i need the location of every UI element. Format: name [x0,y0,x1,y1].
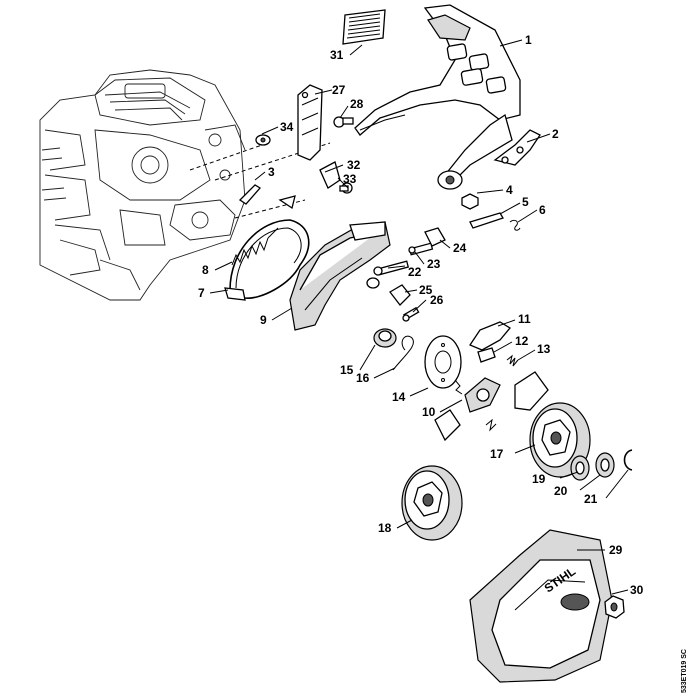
part-29-sprocket-cover: STIHL [469,529,613,683]
part-28-screw [333,116,354,128]
callout-3: 3 [268,165,275,179]
part-15-bushing [373,328,397,348]
callout-15: 15 [340,363,354,377]
callout-24: 24 [453,241,467,255]
part-20-washer [595,452,615,478]
engine-housing [39,69,246,301]
part-7-brake-band [224,195,310,301]
part-18-sprocket-drum [401,465,463,541]
callout-25: 25 [419,283,433,297]
callout-4: 4 [506,183,513,197]
callout-22: 22 [408,265,422,279]
part-5-link [469,212,504,229]
part-30-nut [604,595,625,619]
part-33-screw [339,182,353,194]
callout-10: 10 [422,405,436,419]
callout-29: 29 [609,543,623,557]
callout-7: 7 [198,286,205,300]
callout-8: 8 [202,263,209,277]
callout-11: 11 [518,312,531,326]
part-21-e-clip [623,449,633,471]
callout-19: 19 [532,472,546,486]
callout-28: 28 [350,97,364,111]
callout-12: 12 [515,334,529,348]
callout-34: 34 [280,120,294,134]
part-13-spring [506,354,519,367]
callout-1: 1 [525,33,532,47]
callout-13: 13 [537,342,551,356]
part-16-spring [392,335,414,371]
callout-18: 18 [378,521,392,535]
callout-33: 33 [343,172,357,186]
part-25-cam [389,284,411,306]
callout-26: 26 [430,293,444,307]
part-26-screw [402,306,420,322]
part-9-cover [289,221,391,331]
callout-31: 31 [330,48,344,62]
callout-32: 32 [347,158,361,172]
part-1-hand-guard [354,4,521,190]
callout-labels: 1 2 3 4 5 6 7 8 9 10 11 12 13 14 15 16 1… [198,33,644,597]
part-34-nut [255,134,271,146]
part-2-bracket [493,129,541,166]
callout-14: 14 [392,390,406,404]
alignment-line [234,199,306,219]
part-31-grille [342,9,386,45]
callout-16: 16 [356,371,370,385]
callout-5: 5 [522,195,529,209]
part-23-pin [408,242,434,256]
alignment-line [189,144,263,171]
part-6-spring-clip [509,219,521,231]
part-14-disc [424,335,462,389]
callout-9: 9 [260,313,267,327]
part-10-clutch [434,371,549,442]
callout-23: 23 [427,257,441,271]
part-22b-bushing [366,277,380,289]
callout-2: 2 [552,127,559,141]
part-27-plate [297,84,323,161]
part-22-bolt [373,260,410,276]
callout-6: 6 [539,203,546,217]
part-24-slide [424,227,446,247]
callout-21: 21 [584,492,598,506]
callout-20: 20 [554,484,568,498]
part-32-clip [319,161,341,189]
part-4-nut [461,193,479,210]
callout-30: 30 [630,583,644,597]
part-8-spring [231,227,279,266]
part-11-clutch-shoe [469,321,511,351]
part-12-clutch-shoe [477,347,496,363]
drawing-code: 533ET019 SC [681,649,688,693]
part-3-lever [238,184,262,205]
callout-27: 27 [332,83,346,97]
part-19-bearing [570,455,590,481]
callout-17: 17 [490,447,504,461]
leader-lines [209,39,629,595]
